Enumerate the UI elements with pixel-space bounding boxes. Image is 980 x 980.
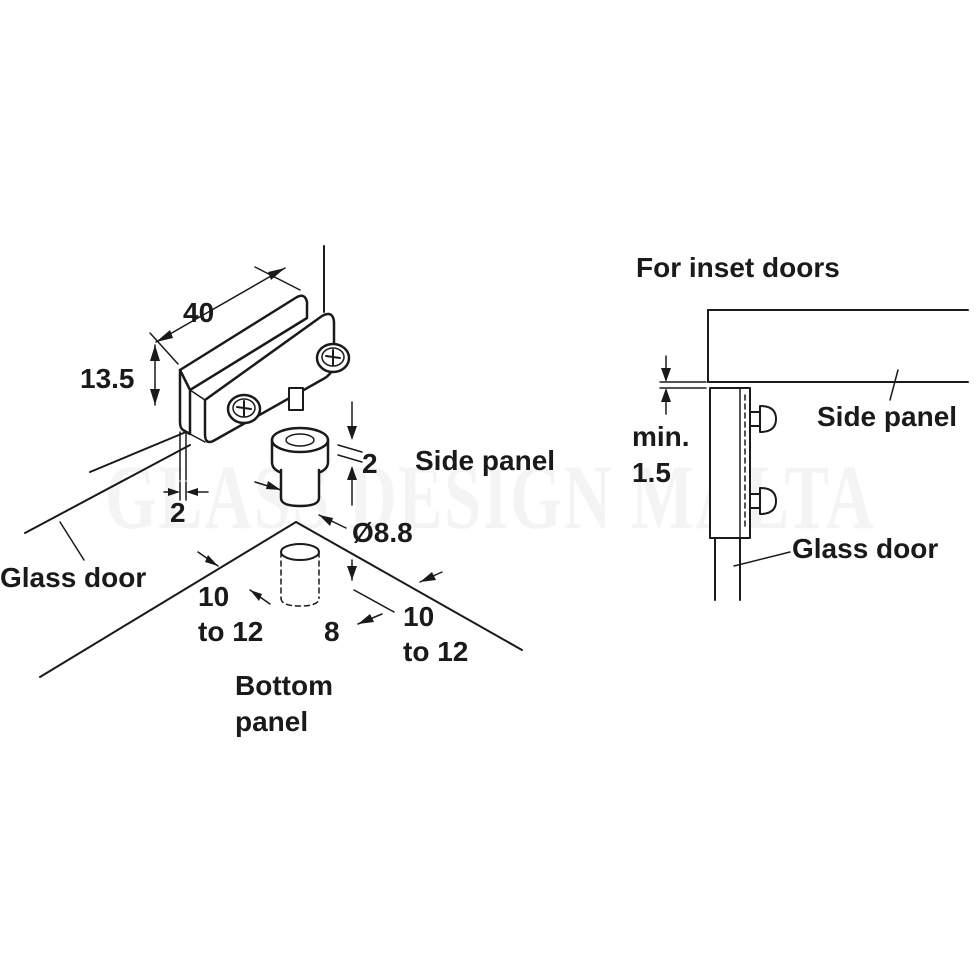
hinge-edge <box>189 389 206 401</box>
inset-glass-door-label: Glass door <box>792 533 938 564</box>
inset-view: For inset doors min. 1.5 Side <box>632 252 969 601</box>
glass-door-leader <box>59 521 85 561</box>
inset-clamp-body <box>709 387 751 539</box>
inset-glass-door-leader <box>733 551 791 567</box>
inset-side-panel-leader <box>889 369 899 401</box>
bottom-panel-front-left <box>39 521 297 678</box>
inset-dim-min-line2: 1.5 <box>632 457 671 488</box>
hinge-edge-lower <box>189 433 206 443</box>
dim-width-label: 40 <box>183 297 214 328</box>
dimension-lines <box>59 266 443 625</box>
hinge-pin <box>288 387 304 411</box>
main-view: 40 13.5 2 2 Ø8.8 8 10 to 12 10 to 12 Sid… <box>0 245 555 737</box>
dim-bush-label: 2 <box>362 448 378 479</box>
bush-hole <box>285 433 315 447</box>
screw-icon <box>749 487 777 515</box>
bottom-panel-label-line2: panel <box>235 706 308 737</box>
glass-door-label: Glass door <box>0 562 146 593</box>
bush-insert <box>270 426 330 508</box>
bottom-panel-front-right <box>295 521 523 651</box>
inset-dim-min-line1: min. <box>632 421 690 452</box>
dim-left-offset-line1: 10 <box>198 581 229 612</box>
glass-door-top-line <box>89 431 187 473</box>
inset-side-panel-label: Side panel <box>817 401 957 432</box>
bush-shank <box>279 468 321 508</box>
screw-icon <box>315 342 351 374</box>
screw-icon <box>749 405 777 433</box>
inset-view-title: For inset doors <box>636 252 840 283</box>
screw-icon <box>226 393 262 425</box>
hinge-clamp <box>178 294 351 444</box>
hinge-top-face <box>178 294 309 392</box>
glass-door-bottom-line <box>24 444 191 534</box>
dim-height-label: 13.5 <box>80 363 135 394</box>
side-panel-label: Side panel <box>415 445 555 476</box>
dim-right-offset-line1: 10 <box>403 601 434 632</box>
dim-right-offset-line2: to 12 <box>403 636 468 667</box>
dim-left-offset-line2: to 12 <box>198 616 263 647</box>
bottom-panel-label-line1: Bottom <box>235 670 333 701</box>
hole-bottom <box>280 597 320 607</box>
dim-40-line <box>155 267 286 343</box>
drilled-hole <box>280 543 320 607</box>
dim-gap-label: 2 <box>170 497 186 528</box>
bush-top <box>270 426 330 454</box>
dim-depth-label: 8 <box>324 616 340 647</box>
hinge-side-face <box>178 368 192 436</box>
dim-diameter-label: Ø8.8 <box>352 517 413 548</box>
